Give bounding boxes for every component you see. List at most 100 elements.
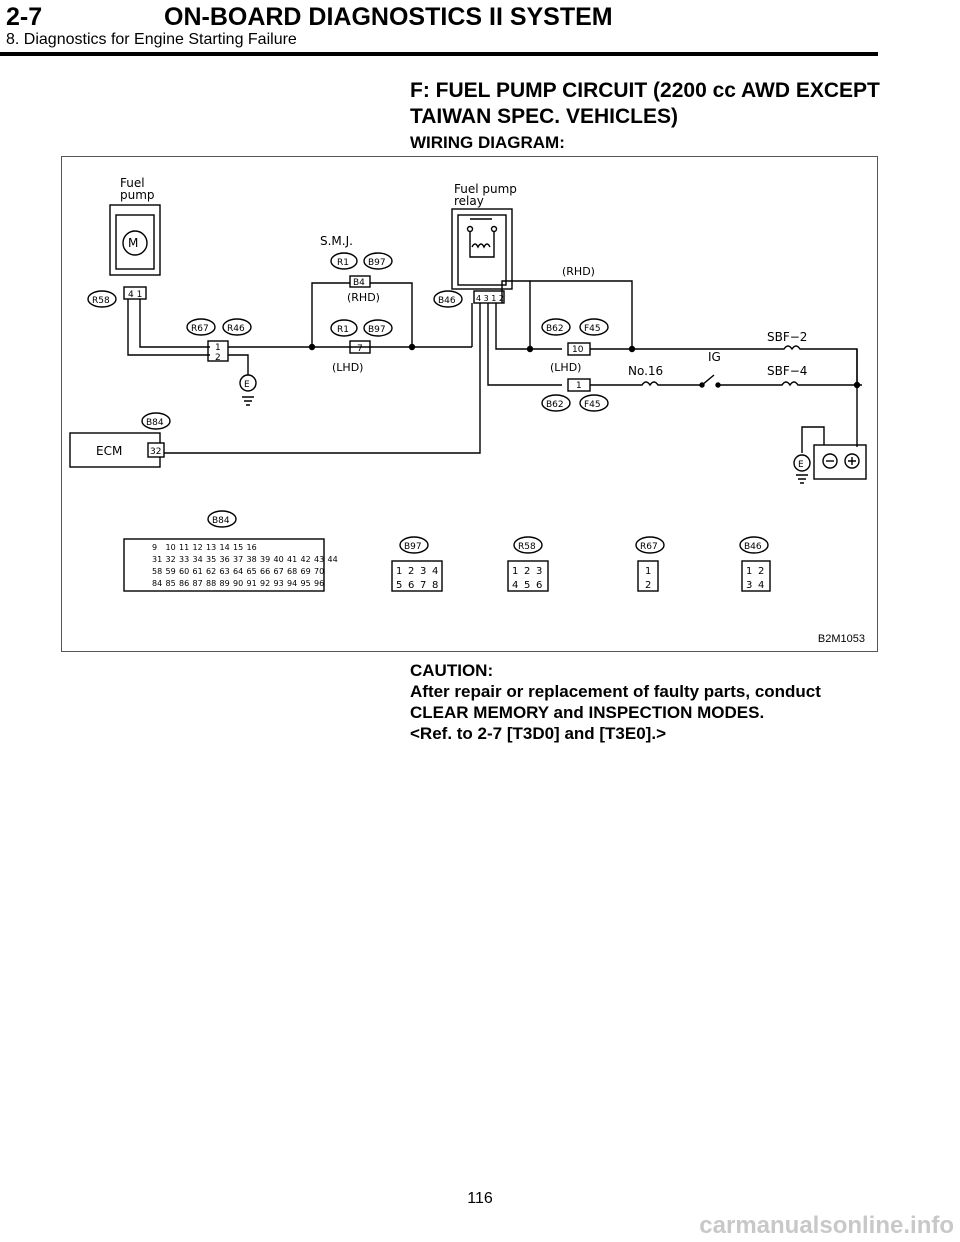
relay-label: relay — [454, 194, 484, 208]
connector-b46: B46 — [438, 296, 456, 306]
svg-text:1: 1 — [215, 343, 221, 353]
connector-pin: 1 — [645, 566, 651, 577]
connector-b97: B97 — [368, 258, 386, 268]
connector-pin: 88 — [206, 579, 216, 588]
connector-pin: 37 — [233, 555, 243, 564]
ground-label: E — [244, 380, 250, 390]
svg-text:B46: B46 — [744, 542, 762, 552]
connector-face-r58 — [507, 560, 549, 592]
connector-r67: R67 — [191, 324, 209, 334]
sbf2-label: SBF−2 — [767, 330, 807, 344]
connector-pin: 8 — [432, 580, 438, 591]
battery — [813, 444, 867, 480]
svg-text:R58: R58 — [518, 542, 536, 552]
sbf4-label: SBF−4 — [767, 364, 807, 378]
svg-text:4 3 1 2: 4 3 1 2 — [476, 294, 504, 303]
connector-pin: 43 — [314, 555, 324, 564]
connector-pin: 32 — [166, 555, 176, 564]
connector-b84: B84 — [146, 418, 164, 428]
connector-pin: 60 — [179, 567, 189, 576]
caution-block: CAUTION: After repair or replacement of … — [410, 660, 882, 744]
connector-pin: 44 — [328, 555, 338, 564]
connector-pin: 4 — [512, 580, 518, 591]
caution-heading: CAUTION: — [410, 661, 494, 680]
connector-f45: F45 — [584, 324, 601, 334]
connector-pin: 86 — [179, 579, 189, 588]
fuel-pump-label: pump — [120, 188, 155, 202]
caution-line: <Ref. to 2-7 [T3D0] and [T3E0].> — [410, 724, 666, 743]
relay-label: Fuel pump — [454, 182, 517, 196]
header-rule — [0, 52, 878, 56]
connector-pin: 1 — [512, 566, 518, 577]
connector-pin: 84 — [152, 579, 162, 588]
connector-pin: 58 — [152, 567, 162, 576]
connector-pin: 5 — [524, 580, 530, 591]
connector-pin: 6 — [536, 580, 542, 591]
connector-pin: 42 — [301, 555, 311, 564]
ecm-label: ECM — [96, 444, 122, 458]
connector-pin: 95 — [301, 579, 311, 588]
connector-pin: 94 — [287, 579, 297, 588]
connector-pin: 85 — [166, 579, 176, 588]
connector-pin: 96 — [314, 579, 324, 588]
caution-line: After repair or replacement of faulty pa… — [410, 682, 821, 701]
svg-text:F45: F45 — [584, 400, 601, 410]
connector-pin: 9 — [152, 543, 157, 552]
svg-text:B97: B97 — [368, 325, 386, 335]
svg-text:7: 7 — [357, 344, 363, 354]
connector-pin: 65 — [247, 567, 257, 576]
connector-pin: 3 — [536, 566, 542, 577]
connector-pin: 89 — [220, 579, 230, 588]
connector-pin: 33 — [179, 555, 189, 564]
connector-pin: 1 — [396, 566, 402, 577]
connector-pin: 91 — [247, 579, 257, 588]
connector-pin: 66 — [260, 567, 270, 576]
connector-pin: 2 — [645, 580, 651, 591]
connector-face-b46 — [741, 560, 771, 592]
ig-label: IG — [708, 350, 721, 364]
connector-pin: 59 — [166, 567, 176, 576]
svg-text:E: E — [798, 460, 804, 470]
connector-pin: 2 — [408, 566, 414, 577]
connector-pin: 38 — [247, 555, 257, 564]
connector-pin: 31 — [152, 555, 162, 564]
svg-text:32: 32 — [150, 447, 161, 457]
connector-pin: 34 — [193, 555, 203, 564]
svg-text:10: 10 — [572, 345, 584, 355]
svg-text:R1: R1 — [337, 325, 349, 335]
connector-pin: 5 — [396, 580, 402, 591]
connector-pin: 3 — [746, 580, 752, 591]
connector-face-b97 — [391, 560, 443, 592]
smj-label: S.M.J. — [320, 234, 353, 248]
connector-r46: R46 — [227, 324, 245, 334]
connector-pin: 67 — [274, 567, 284, 576]
connector-pin: 70 — [314, 567, 324, 576]
connector-pin: 63 — [220, 567, 230, 576]
connector-pin: 2 — [758, 566, 764, 577]
connector-pin: 7 — [420, 580, 426, 591]
connector-pin: 10 — [166, 543, 176, 552]
connector-pin: 69 — [301, 567, 311, 576]
connector-pin: 39 — [260, 555, 270, 564]
connector-pin: 90 — [233, 579, 243, 588]
fuel-pump: Fuel pump M 4 1 — [109, 176, 161, 300]
connector-face-b84 — [123, 538, 325, 592]
no16-label: No.16 — [628, 364, 663, 378]
connector-pin: 11 — [179, 543, 189, 552]
connector-pin: 12 — [193, 543, 203, 552]
rhd-label: (RHD) — [347, 291, 380, 304]
figure-code: B2M1053 — [817, 633, 865, 645]
connector-pin: 16 — [247, 543, 257, 552]
svg-text:M: M — [128, 236, 138, 250]
svg-text:2: 2 — [215, 353, 221, 363]
svg-text:B84: B84 — [212, 516, 230, 526]
svg-text:1: 1 — [576, 381, 582, 391]
connector-pin: 87 — [193, 579, 203, 588]
svg-text:R67: R67 — [640, 542, 658, 552]
connector-pin: 64 — [233, 567, 243, 576]
connector-pin: 2 — [524, 566, 530, 577]
svg-text:(LHD): (LHD) — [550, 361, 581, 374]
page-number: 116 — [467, 1190, 493, 1207]
connector-b4: B4 — [353, 278, 365, 288]
watermark: carmanualsonline.info — [699, 1212, 954, 1239]
